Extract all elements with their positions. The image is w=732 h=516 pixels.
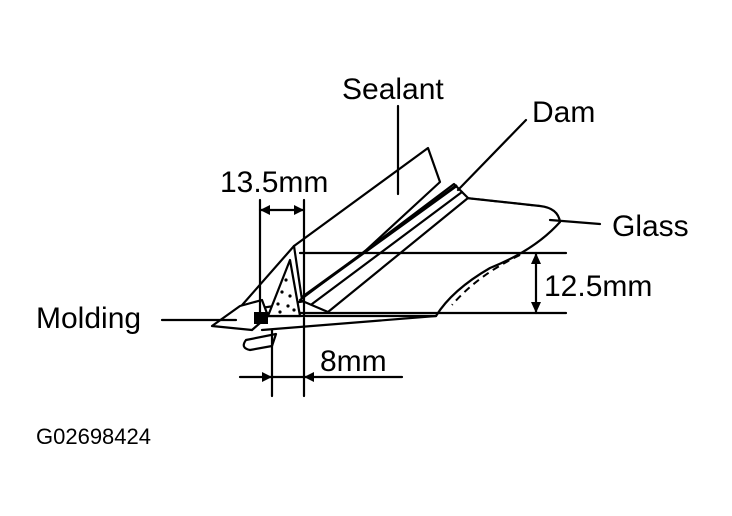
sealant-label: Sealant xyxy=(342,73,444,106)
dimension-12-5mm xyxy=(298,251,568,315)
dimension-offset-label: 8mm xyxy=(320,345,387,378)
dam-label: Dam xyxy=(532,96,595,129)
dam-leader-line xyxy=(456,118,528,192)
glass-leader-line xyxy=(548,218,602,226)
dimension-13-5mm xyxy=(258,198,306,318)
molding xyxy=(210,298,278,352)
dimension-8mm xyxy=(238,316,404,398)
molding-label: Molding xyxy=(36,302,141,335)
sealant-cross-section xyxy=(266,258,302,318)
dimension-width-label: 13.5mm xyxy=(220,166,328,199)
dam-strip xyxy=(298,182,470,314)
glass-label: Glass xyxy=(612,210,689,243)
figure-code: G02698424 xyxy=(36,424,151,449)
dimension-height-label: 12.5mm xyxy=(544,270,652,303)
